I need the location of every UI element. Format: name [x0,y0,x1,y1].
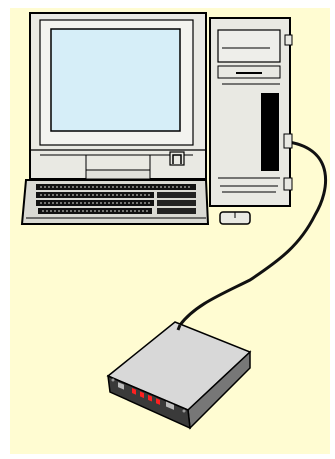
monitor-screen [51,29,180,131]
mouse-icon [220,212,250,224]
monitor-icon [30,13,206,179]
tower-front-panel [261,93,279,171]
tower-pc-icon [210,18,292,206]
keyboard-icon [22,180,208,224]
